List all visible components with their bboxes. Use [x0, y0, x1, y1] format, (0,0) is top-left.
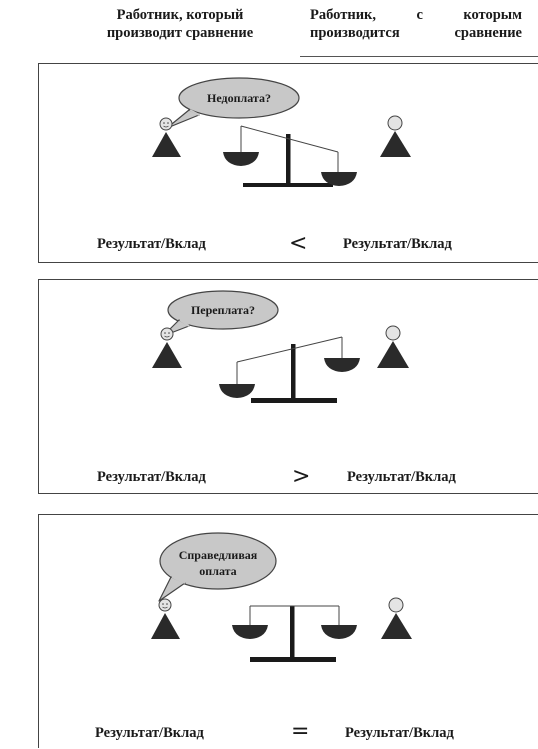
header-compared-worker: Работник, с которым производится сравнен… — [310, 7, 522, 41]
left-result-label: Результат/Вклад — [95, 725, 204, 741]
balance-scale-icon — [232, 605, 357, 662]
header-comparing-worker: Работник, который производит сравнение — [106, 7, 254, 41]
speech-bubble: Переплата? — [162, 290, 279, 337]
panel-underpayment: Недоплата? Результат/Вклад < Результат/В… — [38, 63, 538, 263]
right-person-icon — [380, 115, 411, 157]
right-person-icon — [377, 325, 409, 368]
balance-scale-icon — [223, 125, 357, 187]
comparison-operator: = — [291, 719, 310, 744]
bubble-text-line-1: Справедливая — [179, 548, 258, 562]
panel-overpayment: Переплата? Результат/Вклад > Результат/В… — [38, 279, 538, 494]
left-person-icon — [151, 598, 180, 639]
header-divider — [300, 56, 538, 57]
panel-fair-pay: Справедливая оплата Результат/Вклад = Ре… — [38, 514, 538, 748]
right-result-label: Результат/Вклад — [345, 725, 454, 741]
comparison-operator: < — [289, 231, 308, 256]
speech-bubble: Справедливая оплата — [158, 532, 277, 602]
left-result-label: Результат/Вклад — [97, 236, 206, 252]
right-result-label: Результат/Вклад — [347, 469, 456, 485]
bubble-text: Переплата? — [191, 303, 255, 317]
scale-diagram-fair-pay: Справедливая оплата — [151, 532, 412, 662]
bubble-text: Недоплата? — [207, 91, 271, 105]
left-person-icon — [152, 117, 181, 157]
bubble-text-line-2: оплата — [199, 564, 236, 578]
left-result-label: Результат/Вклад — [97, 469, 206, 485]
scale-diagram-underpayment: Недоплата? — [152, 77, 411, 187]
speech-bubble: Недоплата? — [166, 77, 300, 129]
scale-diagram-overpayment: Переплата? — [152, 290, 409, 403]
right-person-icon — [381, 597, 412, 639]
comparison-operator: > — [292, 464, 311, 489]
balance-scale-icon — [219, 336, 360, 403]
left-person-icon — [152, 327, 182, 368]
right-result-label: Результат/Вклад — [343, 236, 452, 252]
